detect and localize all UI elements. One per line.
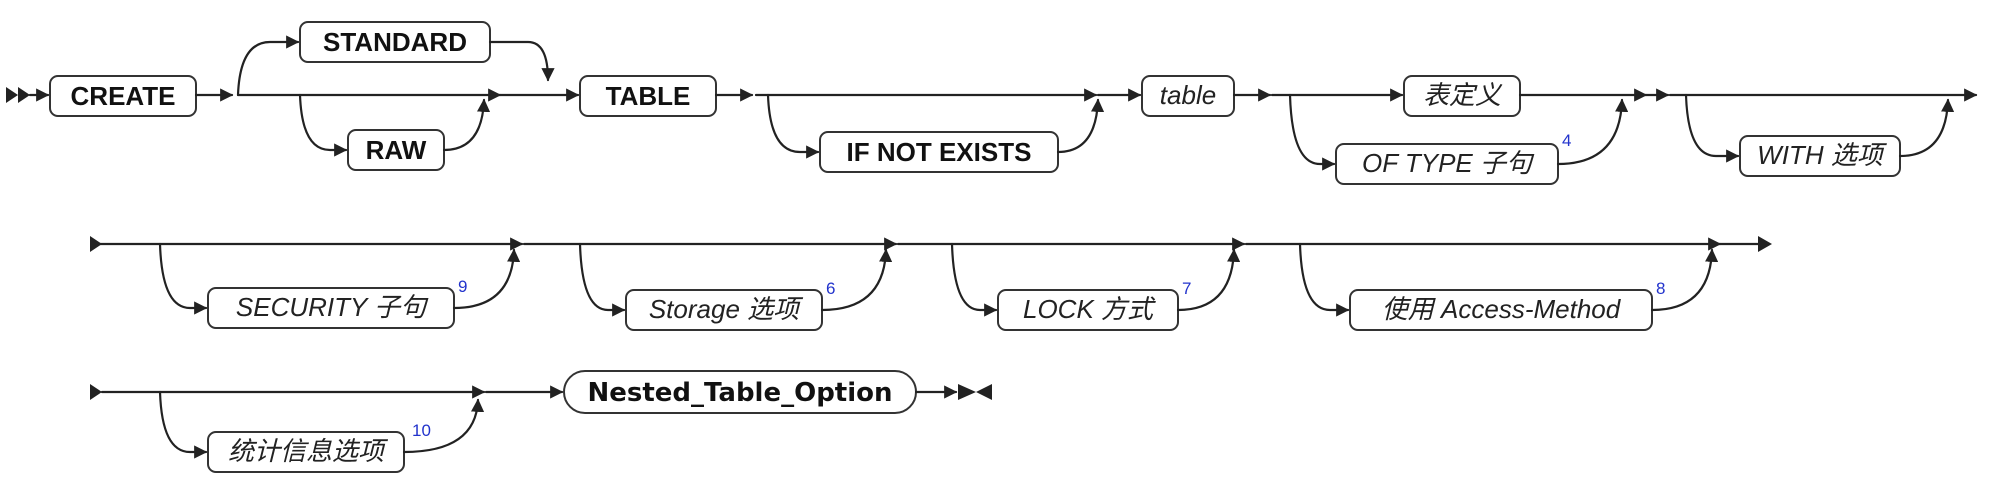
security-clause-label: SECURITY 子句 [236, 292, 429, 322]
of-type-clause-label: OF TYPE 子句 [1362, 148, 1535, 178]
storage-footnote: 6 [826, 279, 835, 298]
continuation-end-icon [1758, 236, 1772, 252]
raw-label: RAW [366, 135, 427, 165]
create-keyword-box: CREATE [49, 75, 197, 117]
standard-label: STANDARD [323, 27, 467, 57]
standard-keyword-box: STANDARD [299, 21, 491, 63]
lock-mode-box: LOCK 方式 [997, 289, 1179, 331]
nested-table-option-box: Nested_Table_Option [563, 370, 917, 414]
statistics-footnote: 10 [412, 421, 431, 440]
nested-table-option-label: Nested_Table_Option [587, 378, 892, 408]
table-definition-label: 表定义 [1423, 80, 1503, 110]
with-options-box: WITH 选项 [1739, 135, 1901, 177]
table-name-label: table [1160, 80, 1216, 110]
create-label: CREATE [71, 81, 176, 111]
raw-keyword-box: RAW [347, 129, 445, 171]
table-keyword-box: TABLE [579, 75, 717, 117]
statistics-options-label: 统计信息选项 [228, 436, 389, 466]
table-keyword-label: TABLE [606, 81, 691, 111]
continuation-start-icon-row3 [90, 384, 102, 400]
table-definition-box: 表定义 [1403, 75, 1521, 117]
security-footnote: 9 [458, 277, 467, 296]
security-clause-box: SECURITY 子句 [207, 287, 455, 329]
lock-mode-label: LOCK 方式 [1023, 294, 1156, 324]
of-type-clause-box: OF TYPE 子句 [1335, 143, 1559, 185]
with-options-label: WITH 选项 [1757, 140, 1888, 170]
access-method-box: 使用 Access-Method [1349, 289, 1653, 331]
table-name-box: table [1141, 75, 1235, 117]
storage-options-label: Storage 选项 [649, 294, 804, 324]
of-type-footnote: 4 [1562, 131, 1571, 150]
statistics-options-box: 统计信息选项 [207, 431, 405, 473]
end-marker-icon [958, 384, 992, 400]
start-marker-icon [6, 87, 30, 103]
access-method-label: 使用 Access-Method [1382, 294, 1622, 324]
row-1: CREATE STANDARD RAW TABLE IF NOT EXIST [6, 21, 1978, 185]
row-2: SECURITY 子句 9 Storage 选项 6 LOCK 方式 7 使用 … [90, 236, 1772, 331]
row-3: 统计信息选项 10 Nested_Table_Option [90, 370, 992, 473]
storage-options-box: Storage 选项 [625, 289, 823, 331]
lock-footnote: 7 [1182, 279, 1191, 298]
access-method-footnote: 8 [1656, 279, 1665, 298]
if-not-exists-keyword-box: IF NOT EXISTS [819, 131, 1059, 173]
if-not-exists-label: IF NOT EXISTS [847, 137, 1032, 167]
continuation-start-icon [90, 236, 102, 252]
